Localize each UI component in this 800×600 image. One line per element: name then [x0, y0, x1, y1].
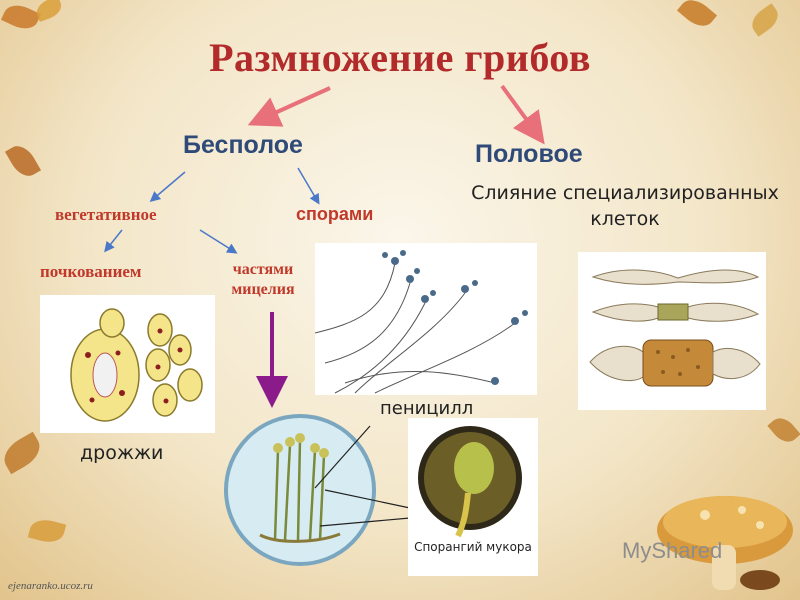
- spores-label: спорами: [296, 204, 374, 224]
- mushroom-decoration: [657, 496, 793, 590]
- arrow-to-vegetative: [149, 171, 186, 202]
- yeast-image: [40, 295, 215, 433]
- sporangium-image: [408, 418, 538, 576]
- arrow-to-spores: [297, 167, 320, 205]
- sexual-heading: Половое: [475, 140, 583, 168]
- vegetative-label: вегетативное: [55, 205, 157, 224]
- zygospore-image: [578, 252, 766, 410]
- arrow-to-sexual: [500, 84, 545, 145]
- penicillium-image: [314, 243, 537, 395]
- site-link[interactable]: ejenaranko.ucoz.ru: [8, 580, 93, 592]
- arrow-to-budding: [104, 229, 123, 253]
- asexual-heading: Бесполое: [183, 131, 303, 159]
- sexual-description: Слияние специализированных клеток: [471, 182, 779, 230]
- mycelium-label: частями мицелия: [231, 261, 295, 298]
- budding-label: почкованием: [40, 262, 142, 281]
- penicillium-caption: пеницилл: [380, 398, 474, 419]
- pointer-lines: [314, 425, 411, 527]
- arrow-to-mycelium: [199, 229, 238, 254]
- watermark: MyShared: [622, 538, 723, 563]
- page-title: Размножение грибов: [209, 35, 591, 80]
- arrow-to-asexual: [247, 86, 331, 127]
- yeast-caption: дрожжи: [80, 442, 164, 464]
- sporangium-caption: Спорангий мукора: [414, 540, 532, 554]
